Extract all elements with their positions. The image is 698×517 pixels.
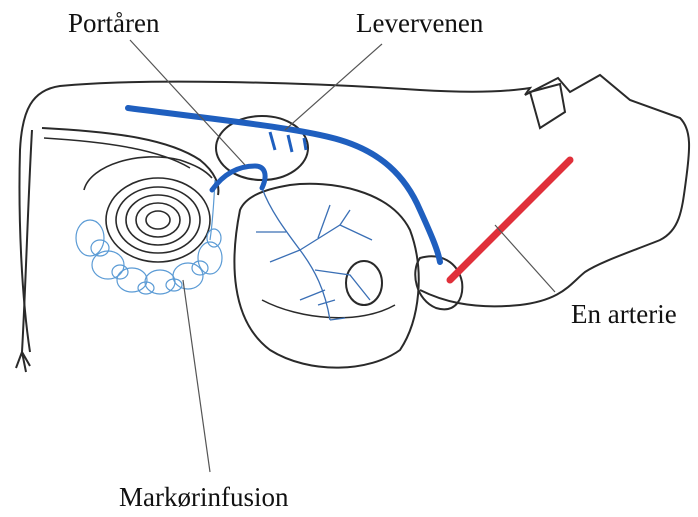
- leader-portal-vein: [130, 40, 245, 165]
- intestinal-vessel-network: [76, 180, 222, 294]
- portal-vein-label: Portåren: [68, 10, 159, 37]
- leader-artery: [495, 225, 555, 292]
- hepatic-vein-branches: [270, 132, 306, 152]
- cow-tail: [16, 130, 32, 372]
- portal-vein: [212, 166, 265, 190]
- cow-spine-inner: [44, 138, 190, 168]
- intestine-spiral: [106, 178, 210, 262]
- intestine-upper-loop: [84, 157, 212, 190]
- hepatic-vein-label: Levervenen: [356, 10, 483, 37]
- abomasum-outline: [346, 261, 382, 305]
- artery-label: En arterie: [571, 301, 677, 328]
- marker-infusion-label: Markørinfusion: [119, 484, 288, 511]
- hepatic-vein: [128, 108, 440, 262]
- artery: [450, 160, 570, 280]
- stomach-vessels: [256, 188, 372, 320]
- cow-ear: [530, 84, 565, 128]
- leader-marker-infusion: [183, 280, 210, 472]
- stomach-outline: [234, 184, 418, 368]
